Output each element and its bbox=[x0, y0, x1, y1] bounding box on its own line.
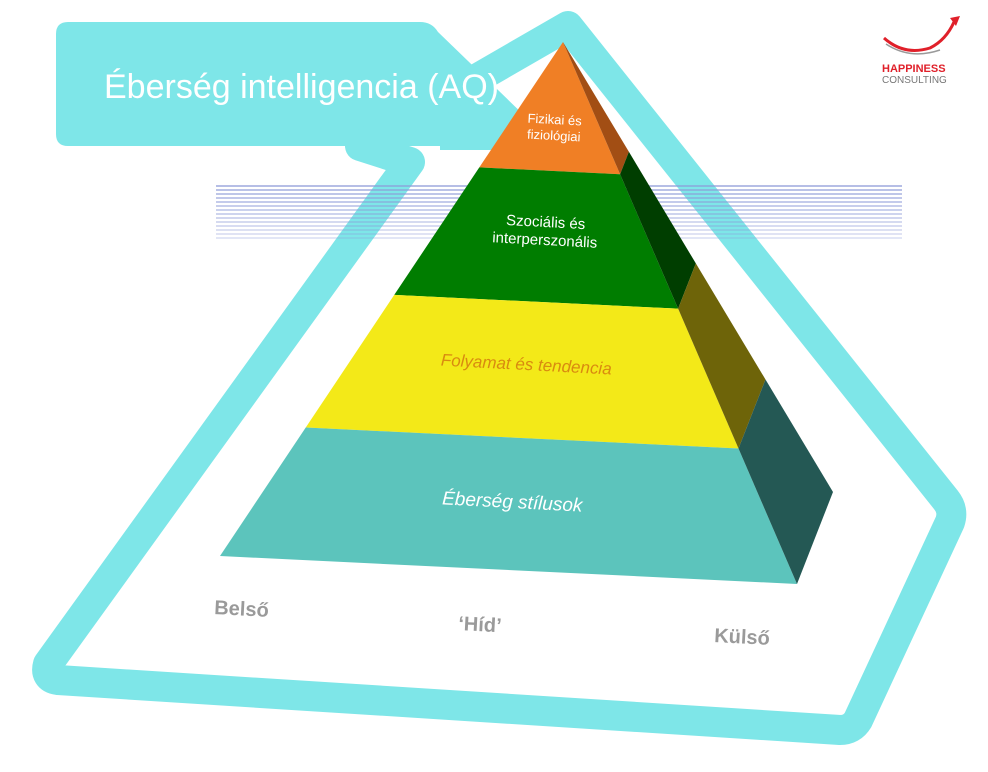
pyramid-level-side bbox=[620, 151, 696, 309]
pyramid-level-label-line: Fizikai és bbox=[527, 111, 582, 129]
logo-underline bbox=[885, 43, 941, 55]
pyramid-level-label-line: Szociális és bbox=[506, 212, 586, 233]
axis-label-middle: ‘Híd’ bbox=[458, 613, 502, 637]
axis-label-right: Külső bbox=[714, 625, 771, 650]
pyramid-level-2: Szociális ésinterperszonális bbox=[394, 151, 696, 309]
pyramid-level-side bbox=[563, 42, 629, 175]
pyramid-level-front bbox=[220, 427, 797, 584]
pyramid-level-label: Fizikai ésfiziológiai bbox=[526, 111, 582, 145]
pyramid-level-label-line: fiziológiai bbox=[527, 127, 581, 145]
company-logo: HAPPINESS CONSULTING bbox=[882, 16, 960, 86]
pyramid-level-front bbox=[394, 167, 679, 309]
pyramid-level-side bbox=[678, 263, 766, 449]
logo-line2: CONSULTING bbox=[882, 75, 947, 86]
frame-triangle bbox=[32, 11, 967, 745]
logo-swoosh-icon bbox=[882, 21, 956, 52]
logo-arrow-icon bbox=[950, 16, 960, 26]
axis-label-left: Belső bbox=[214, 597, 270, 622]
pyramid-level-4: Éberség stílusok bbox=[220, 379, 833, 584]
pyramid-level-front bbox=[305, 294, 739, 449]
pyramid-level-side bbox=[738, 379, 833, 584]
pyramid-level-label-line: interperszonális bbox=[492, 229, 598, 251]
pyramid-level-1: Fizikai ésfiziológiai bbox=[479, 42, 629, 175]
pyramid-level-3: Folyamat és tendencia bbox=[305, 263, 766, 449]
pyramid-level-front bbox=[479, 42, 621, 175]
page-title: Éberség intelligencia (AQ) bbox=[104, 68, 499, 106]
cyan-frame bbox=[32, 11, 967, 745]
pyramid-level-label: Szociális ésinterperszonális bbox=[492, 211, 599, 251]
logo-line1: HAPPINESS bbox=[882, 63, 946, 75]
